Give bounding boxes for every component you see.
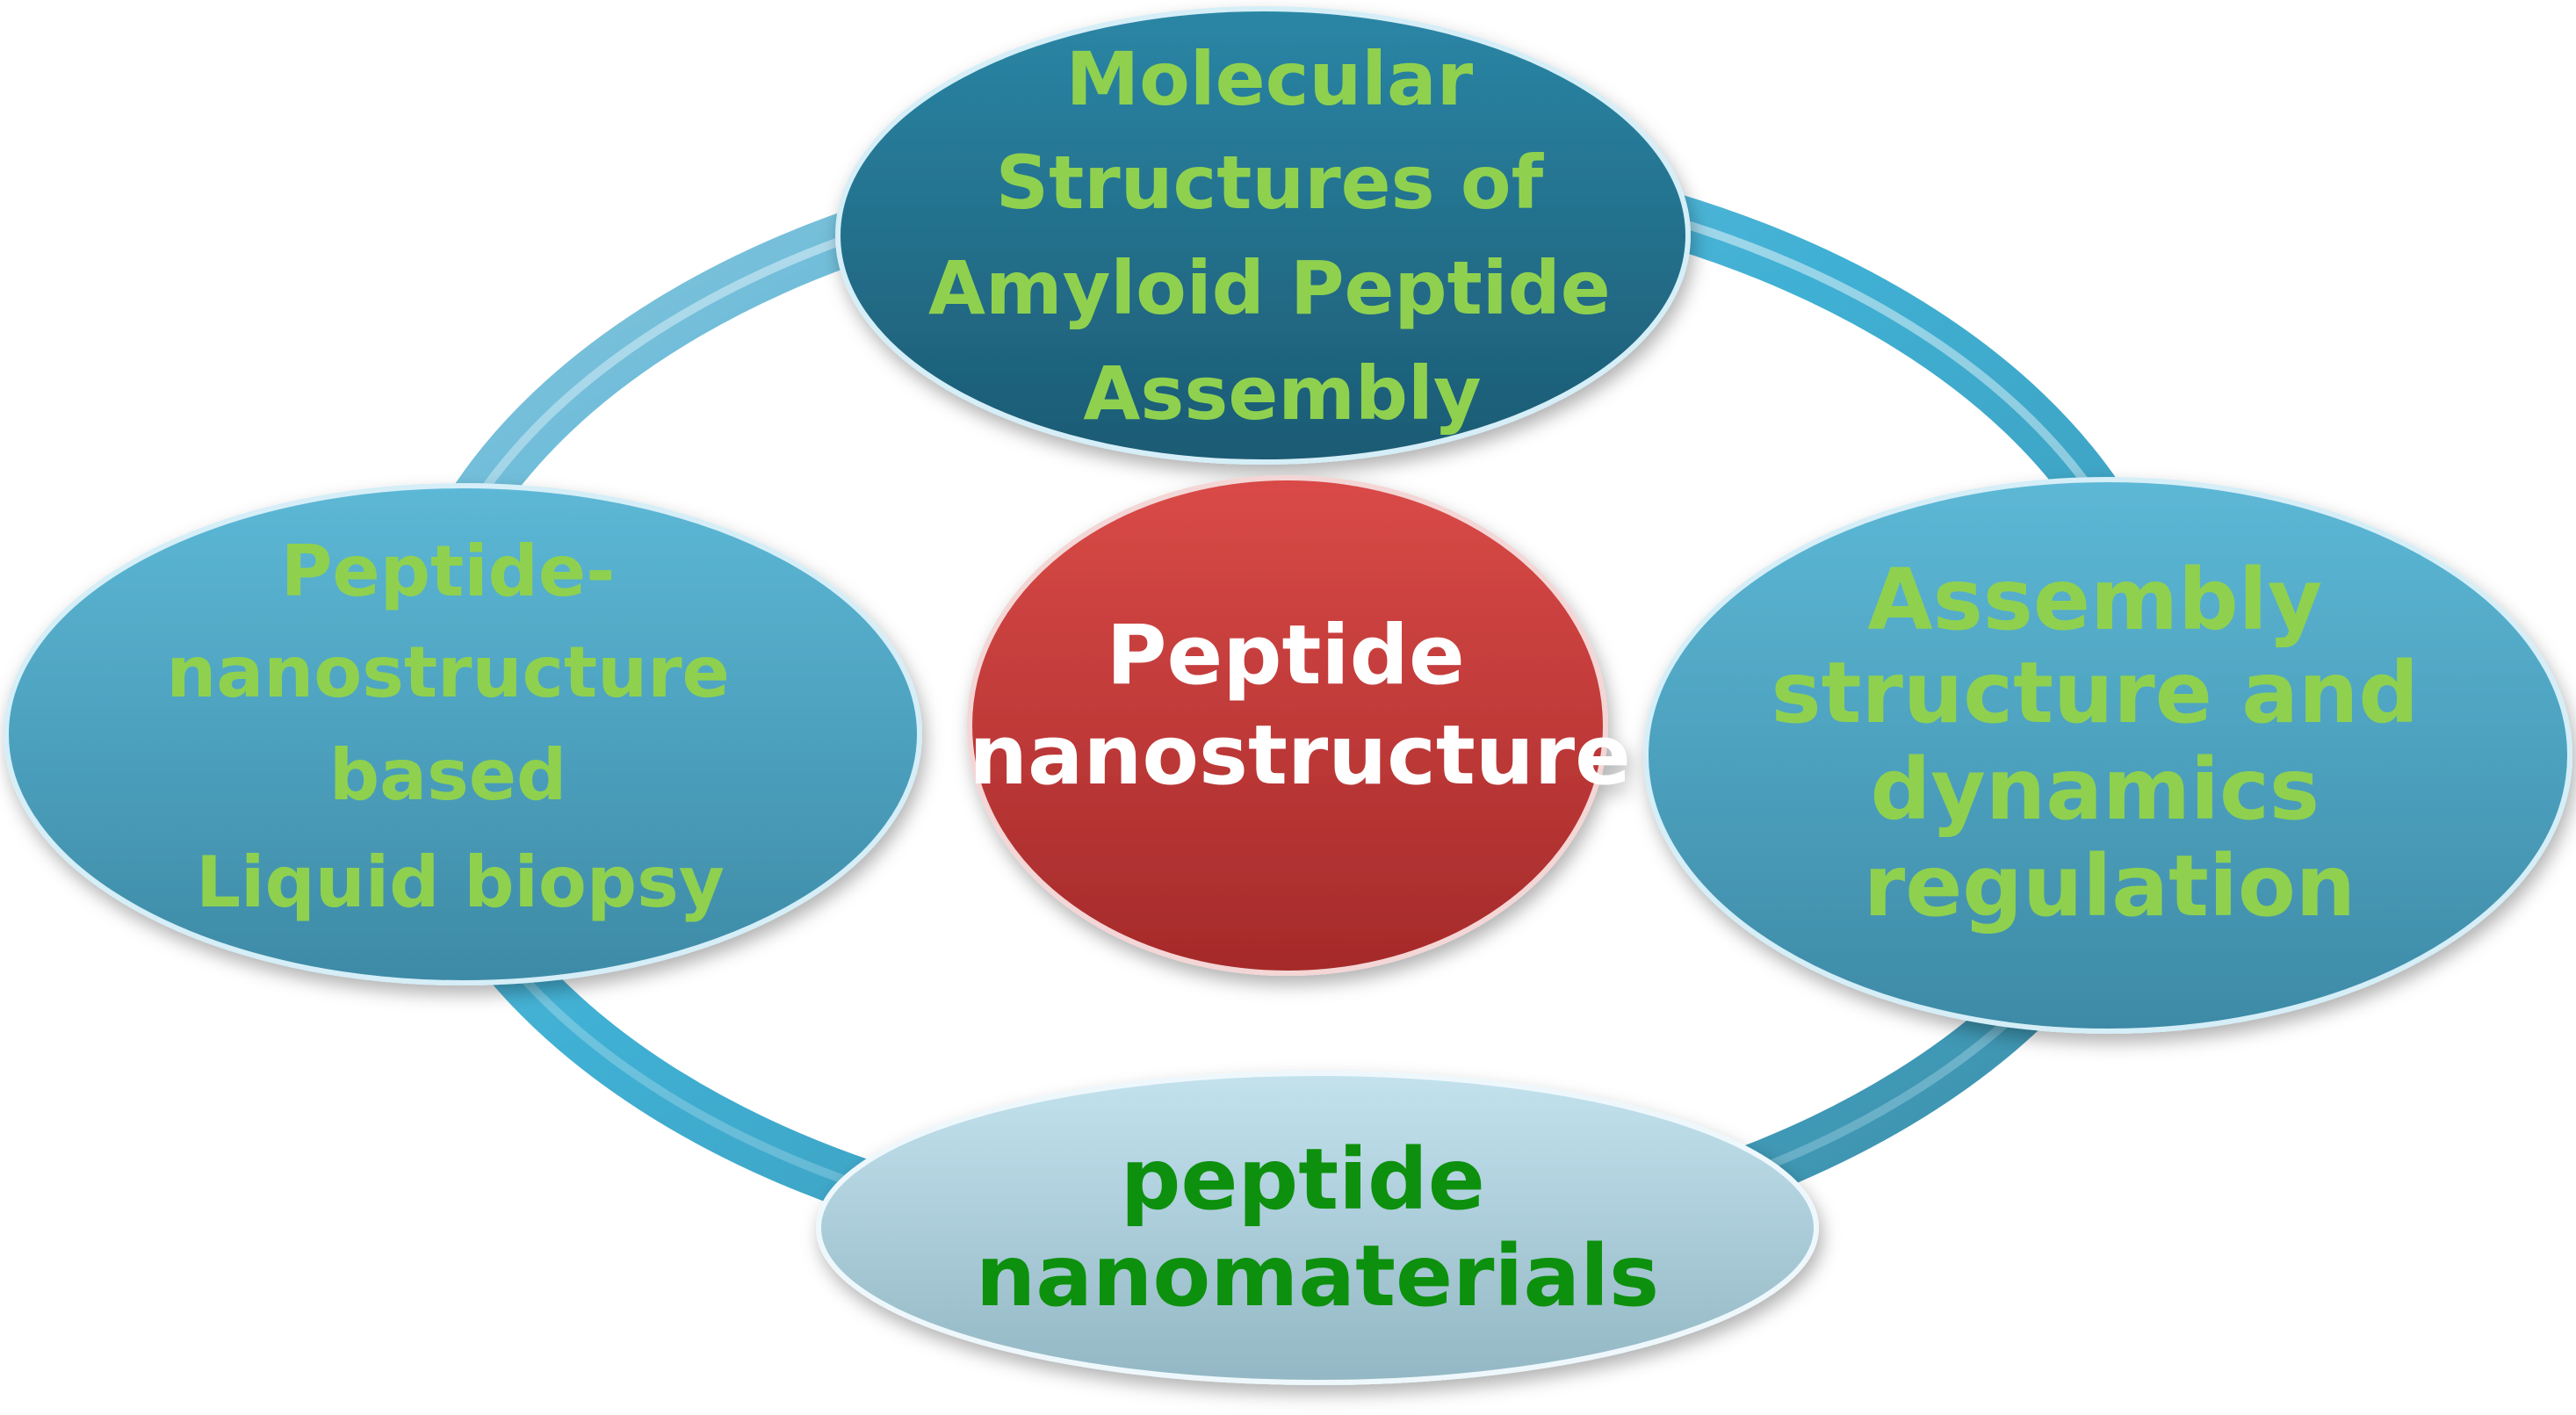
node-left-line-2: nanostructure [166,632,729,713]
node-bottom-line-1: peptide [1121,1130,1485,1229]
node-right: Assembly structure and dynamics regulati… [1643,477,2572,1034]
node-right-line-4: regulation [1864,837,2356,935]
node-left: Peptide- nanostructure based Liquid biop… [4,483,922,985]
node-bottom-text: peptide nanomaterials [976,1130,1659,1325]
node-top-text: Molecular Structures of Amyloid Peptide … [928,36,1636,437]
node-top-line-1: Molecular [1066,36,1474,122]
node-top-line-3: Amyloid Peptide [928,245,1611,331]
node-center-line-2: nanostructure [969,708,1631,804]
node-right-line-1: Assembly [1867,551,2322,649]
node-left-text: Peptide- nanostructure based Liquid biop… [166,531,754,923]
node-right-line-3: dynamics [1871,740,2320,839]
node-top-line-2: Structures of [996,140,1545,226]
node-center-text: Peptide nanostructure [969,608,1631,804]
node-top-line-4: Assembly [1083,350,1481,437]
node-right-line-2: structure and [1771,644,2420,742]
node-center: Peptide nanostructure [967,475,1631,976]
node-center-line-1: Peptide [1107,608,1465,704]
node-bottom: peptide nanomaterials [816,1071,1819,1385]
node-left-line-3: based [329,734,566,816]
node-left-line-1: Peptide- [281,531,616,612]
node-top: Molecular Structures of Amyloid Peptide … [835,6,1691,465]
node-bottom-line-2: nanomaterials [976,1227,1659,1325]
node-right-text: Assembly structure and dynamics regulati… [1771,551,2449,935]
node-left-line-4: Liquid biopsy [196,841,725,923]
